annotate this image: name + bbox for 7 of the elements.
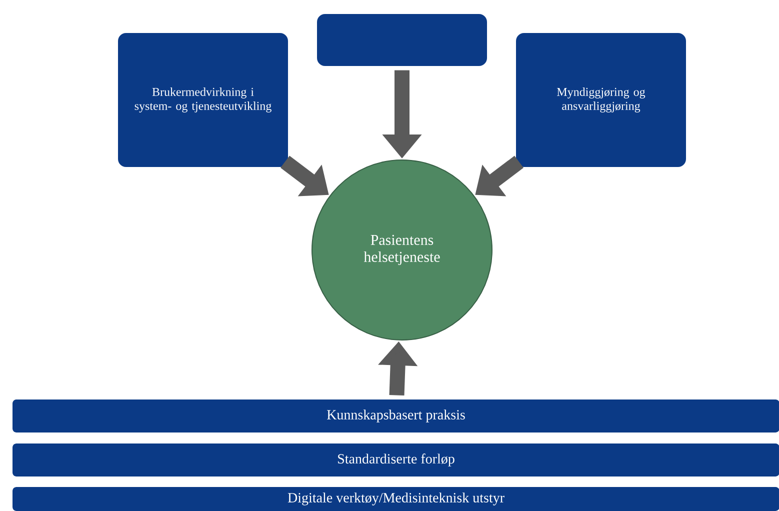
banner-bar: Digitale verktøy/Medisinteknisk utstyr (12, 486, 779, 511)
rounded-box (317, 14, 487, 66)
rounded-box: Brukermedvirkning i system- og tjenesteutvikling (118, 33, 288, 167)
rounded-box: Myndiggjøring og ansvarliggjøring (516, 33, 686, 167)
banner-bar: Standardiserte forløp (12, 443, 779, 476)
banner-bar: Kunnskapsbasert praksis (12, 399, 779, 432)
circle-node: Pasientens helsetjeneste (312, 160, 492, 340)
